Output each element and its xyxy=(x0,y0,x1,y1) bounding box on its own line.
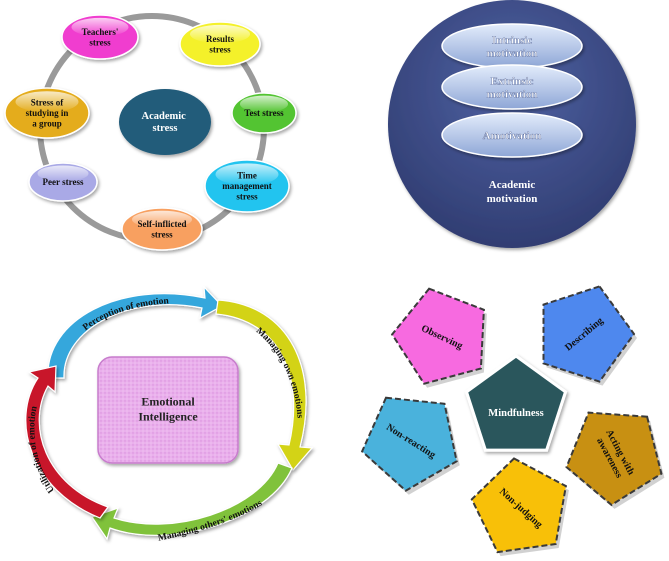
stress-node-shine xyxy=(71,17,129,37)
mindfulness-facet: Non-reacting xyxy=(360,396,460,495)
mindfulness-center: Mindfulness xyxy=(464,354,568,452)
stress-node-shine xyxy=(240,95,288,113)
mindfulness-facet-shape xyxy=(390,287,485,385)
stress-node: Teachers'stress xyxy=(61,14,139,60)
stress-node-shine xyxy=(132,210,192,229)
stress-node-label: Teachers'stress xyxy=(82,27,119,48)
ei-center-box xyxy=(97,356,239,464)
mindfulness-facet-shape xyxy=(470,457,568,554)
stress-node-shine xyxy=(37,165,89,182)
mindfulness-facet: Non-judging xyxy=(470,457,569,557)
ei-arrow: Managing others' emotions xyxy=(91,462,293,544)
mindfulness-facet: Observing xyxy=(390,287,487,388)
motivation-item-label: Amotivation xyxy=(483,130,542,142)
stress-node-shine xyxy=(190,24,250,44)
mindfulness-facet-shape xyxy=(360,396,458,492)
stress-node-label: Test stress xyxy=(244,108,284,118)
ei-arrow-shape xyxy=(215,299,314,472)
mindfulness-center-shape xyxy=(464,354,568,452)
motivation-pill xyxy=(441,112,583,158)
stress-node: Peer stress xyxy=(28,162,98,202)
stress-center-label: Academic stress xyxy=(142,111,189,134)
stress-node-shine xyxy=(215,163,279,186)
mindfulness-facet: Acting withawareness xyxy=(565,411,665,509)
ei-arrow-label: Managing others' emotions xyxy=(157,498,264,543)
stress-node: Test stress xyxy=(231,92,297,134)
mindfulness-facet-shape xyxy=(542,285,636,383)
ei-arrow: Utilization of emotion xyxy=(25,365,109,519)
ei-arrow-shape xyxy=(25,365,109,519)
mindfulness-center-label: Mindfulness xyxy=(488,408,543,419)
motivation-pill xyxy=(441,64,583,110)
mindfulness-facet-shape xyxy=(565,411,663,507)
stress-ring-hub xyxy=(119,89,211,155)
ei-arrow-shape xyxy=(91,462,293,541)
motivation-item: Amotivation xyxy=(441,112,583,158)
stress-node-shine xyxy=(15,91,79,113)
stress-node-label: Peer stress xyxy=(43,177,84,187)
mindfulness-facet: Describing xyxy=(542,285,637,386)
